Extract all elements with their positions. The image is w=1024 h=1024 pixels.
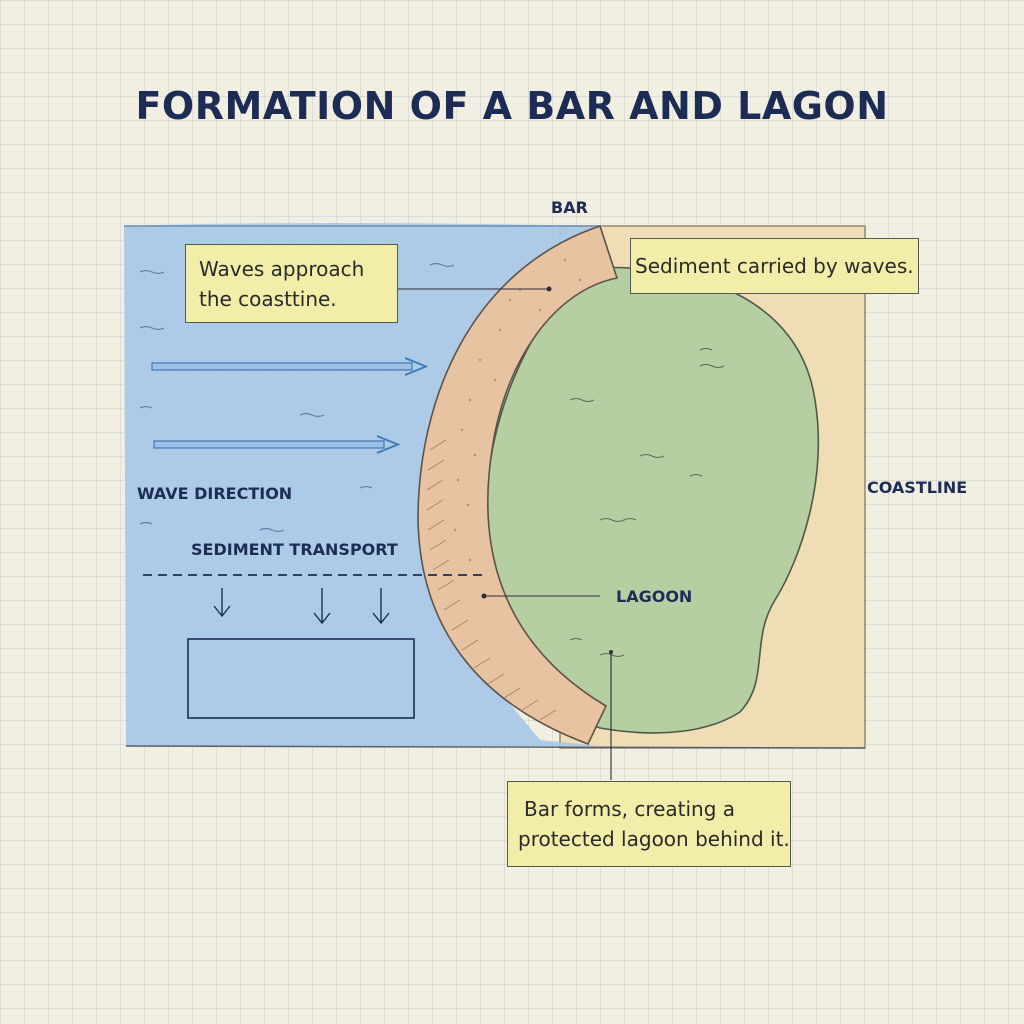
lagoon-leader-dot bbox=[481, 593, 487, 599]
bar-label: BAR bbox=[551, 198, 588, 217]
leader-lines bbox=[398, 288, 612, 780]
wave-direction-label: WAVE DIRECTION bbox=[137, 484, 293, 503]
wave-direction-arrow-1 bbox=[151, 357, 429, 376]
sediment-note: Sediment carried by waves. bbox=[630, 238, 919, 294]
bar-forms-note: Bar forms, creating a protected lagoon b… bbox=[507, 781, 791, 867]
bar-forms-leader-dot bbox=[609, 650, 613, 654]
sea-ripples bbox=[139, 262, 455, 533]
coastline-label: COASTLINE bbox=[867, 478, 968, 497]
sediment-box bbox=[187, 638, 415, 719]
bar-forms-note-line-1: Bar forms, creating a bbox=[524, 797, 736, 821]
sediment-note-text: Sediment carried by waves. bbox=[635, 254, 914, 278]
bar-forms-note-line-2: protected lagoon behind it. bbox=[518, 827, 790, 851]
wave-direction-arrow-2 bbox=[153, 435, 401, 454]
bar-spit bbox=[417, 224, 619, 746]
waves-note: Waves approach the coasttine. bbox=[185, 244, 398, 323]
lagoon-ripples bbox=[569, 347, 725, 658]
diagram-title: FORMATION OF A BAR AND LAGON bbox=[135, 84, 889, 128]
lagoon-label: LAGOON bbox=[616, 587, 693, 606]
bar-leader-dot bbox=[546, 286, 552, 292]
waves-note-line-1: Waves approach bbox=[199, 257, 365, 281]
sea-bottom-edge bbox=[125, 745, 866, 749]
waves-note-line-2: the coasttine. bbox=[199, 287, 337, 311]
sediment-down-arrows bbox=[213, 588, 390, 625]
bar-hatching bbox=[426, 439, 557, 721]
sediment-transport-label: SEDIMENT TRANSPORT bbox=[191, 540, 398, 559]
